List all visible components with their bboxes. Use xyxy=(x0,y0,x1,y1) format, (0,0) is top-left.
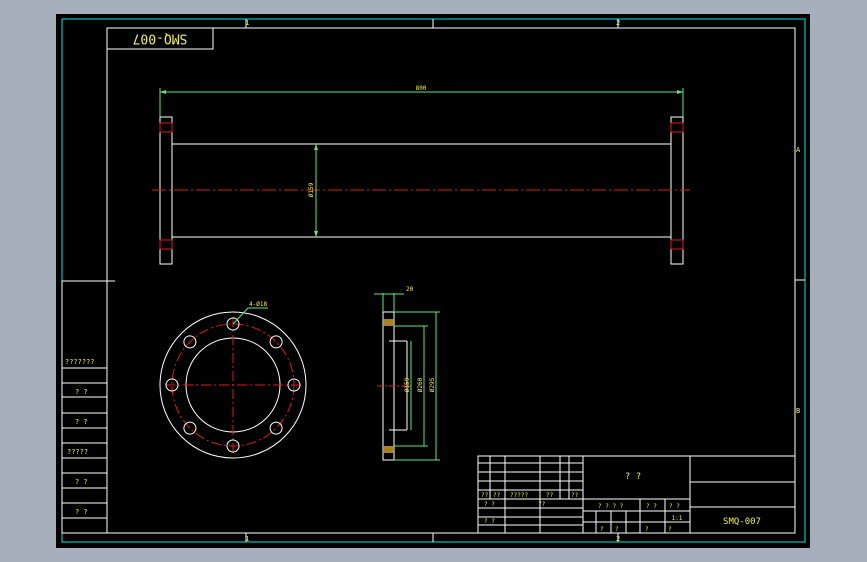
zone-label-bottom-2: 2 xyxy=(616,535,620,543)
title-main: ? ? xyxy=(625,472,641,482)
bolt-holes xyxy=(165,317,301,453)
zone-label-right-a: A xyxy=(796,146,801,154)
revision-row-5: ? ? xyxy=(75,478,88,486)
title-block-s3: ? ? xyxy=(669,503,680,510)
revision-row-3: ? ? xyxy=(75,418,88,426)
title-block-s1: ? ? ? ? xyxy=(598,503,624,510)
bolt-hole xyxy=(183,421,197,435)
revision-row-2: ? ? xyxy=(75,388,88,396)
bolt-hole xyxy=(183,335,197,349)
title-block-s6: ? xyxy=(645,526,649,533)
code-stamp-box xyxy=(106,27,214,50)
bolt-hole xyxy=(269,421,283,435)
zone-label-right-b: B xyxy=(796,407,800,415)
title-block-s5: ? xyxy=(615,526,619,533)
scale-value: 1:1 xyxy=(672,515,683,522)
revision-row-6: ? ? xyxy=(75,508,88,516)
title-block-d2: ? ? xyxy=(484,518,495,525)
code-stamp: SMQ-007 xyxy=(133,31,188,46)
front-view xyxy=(152,88,690,265)
title-block-c5: ?? xyxy=(571,492,579,499)
bolt-hole xyxy=(287,378,301,392)
revision-row-4: ????? xyxy=(67,448,88,456)
bolt-hole-leader xyxy=(232,307,249,325)
bolt-holes-dim: 4-Ø18 xyxy=(249,301,267,308)
title-block-s4: ? xyxy=(600,526,604,533)
title-block xyxy=(477,455,796,534)
title-block-c4: ?? xyxy=(546,492,554,499)
bolt-circle-dim: Ø260 xyxy=(417,377,424,392)
title-block-s7: ? xyxy=(668,526,672,533)
bolt-hole xyxy=(226,317,240,331)
zone-label-bottom-1: 1 xyxy=(245,535,249,543)
inner-diameter-dim: Ø159 xyxy=(404,377,411,392)
pipe-diameter-dim: Ø159 xyxy=(308,182,315,197)
bolt-hole xyxy=(269,335,283,349)
sheet-background xyxy=(56,14,810,548)
title-block-d1: ? ? xyxy=(484,501,495,508)
revision-block xyxy=(61,280,115,534)
thickness-dim: 20 xyxy=(406,286,414,293)
overall-length-dim: 800 xyxy=(416,85,427,92)
zone-label-top-1: 1 xyxy=(245,19,249,27)
revision-row-1: ??????? xyxy=(65,358,95,366)
title-block-s2: ? ? xyxy=(646,503,657,510)
bolt-hole xyxy=(226,439,240,453)
bolt-hole xyxy=(165,378,179,392)
zone-ticks xyxy=(245,19,805,542)
flange-face-view xyxy=(159,311,307,459)
flange-section-view xyxy=(374,293,440,461)
outer-diameter-dim: Ø295 xyxy=(429,377,436,392)
title-block-c3: ????? xyxy=(510,492,528,499)
title-block-c2: ?? xyxy=(493,492,501,499)
drawing-number: SMQ-007 xyxy=(723,517,761,527)
title-block-d3: ?? xyxy=(538,501,546,508)
title-block-c1: ?? xyxy=(481,492,489,499)
zone-label-top-2: 2 xyxy=(616,19,620,27)
